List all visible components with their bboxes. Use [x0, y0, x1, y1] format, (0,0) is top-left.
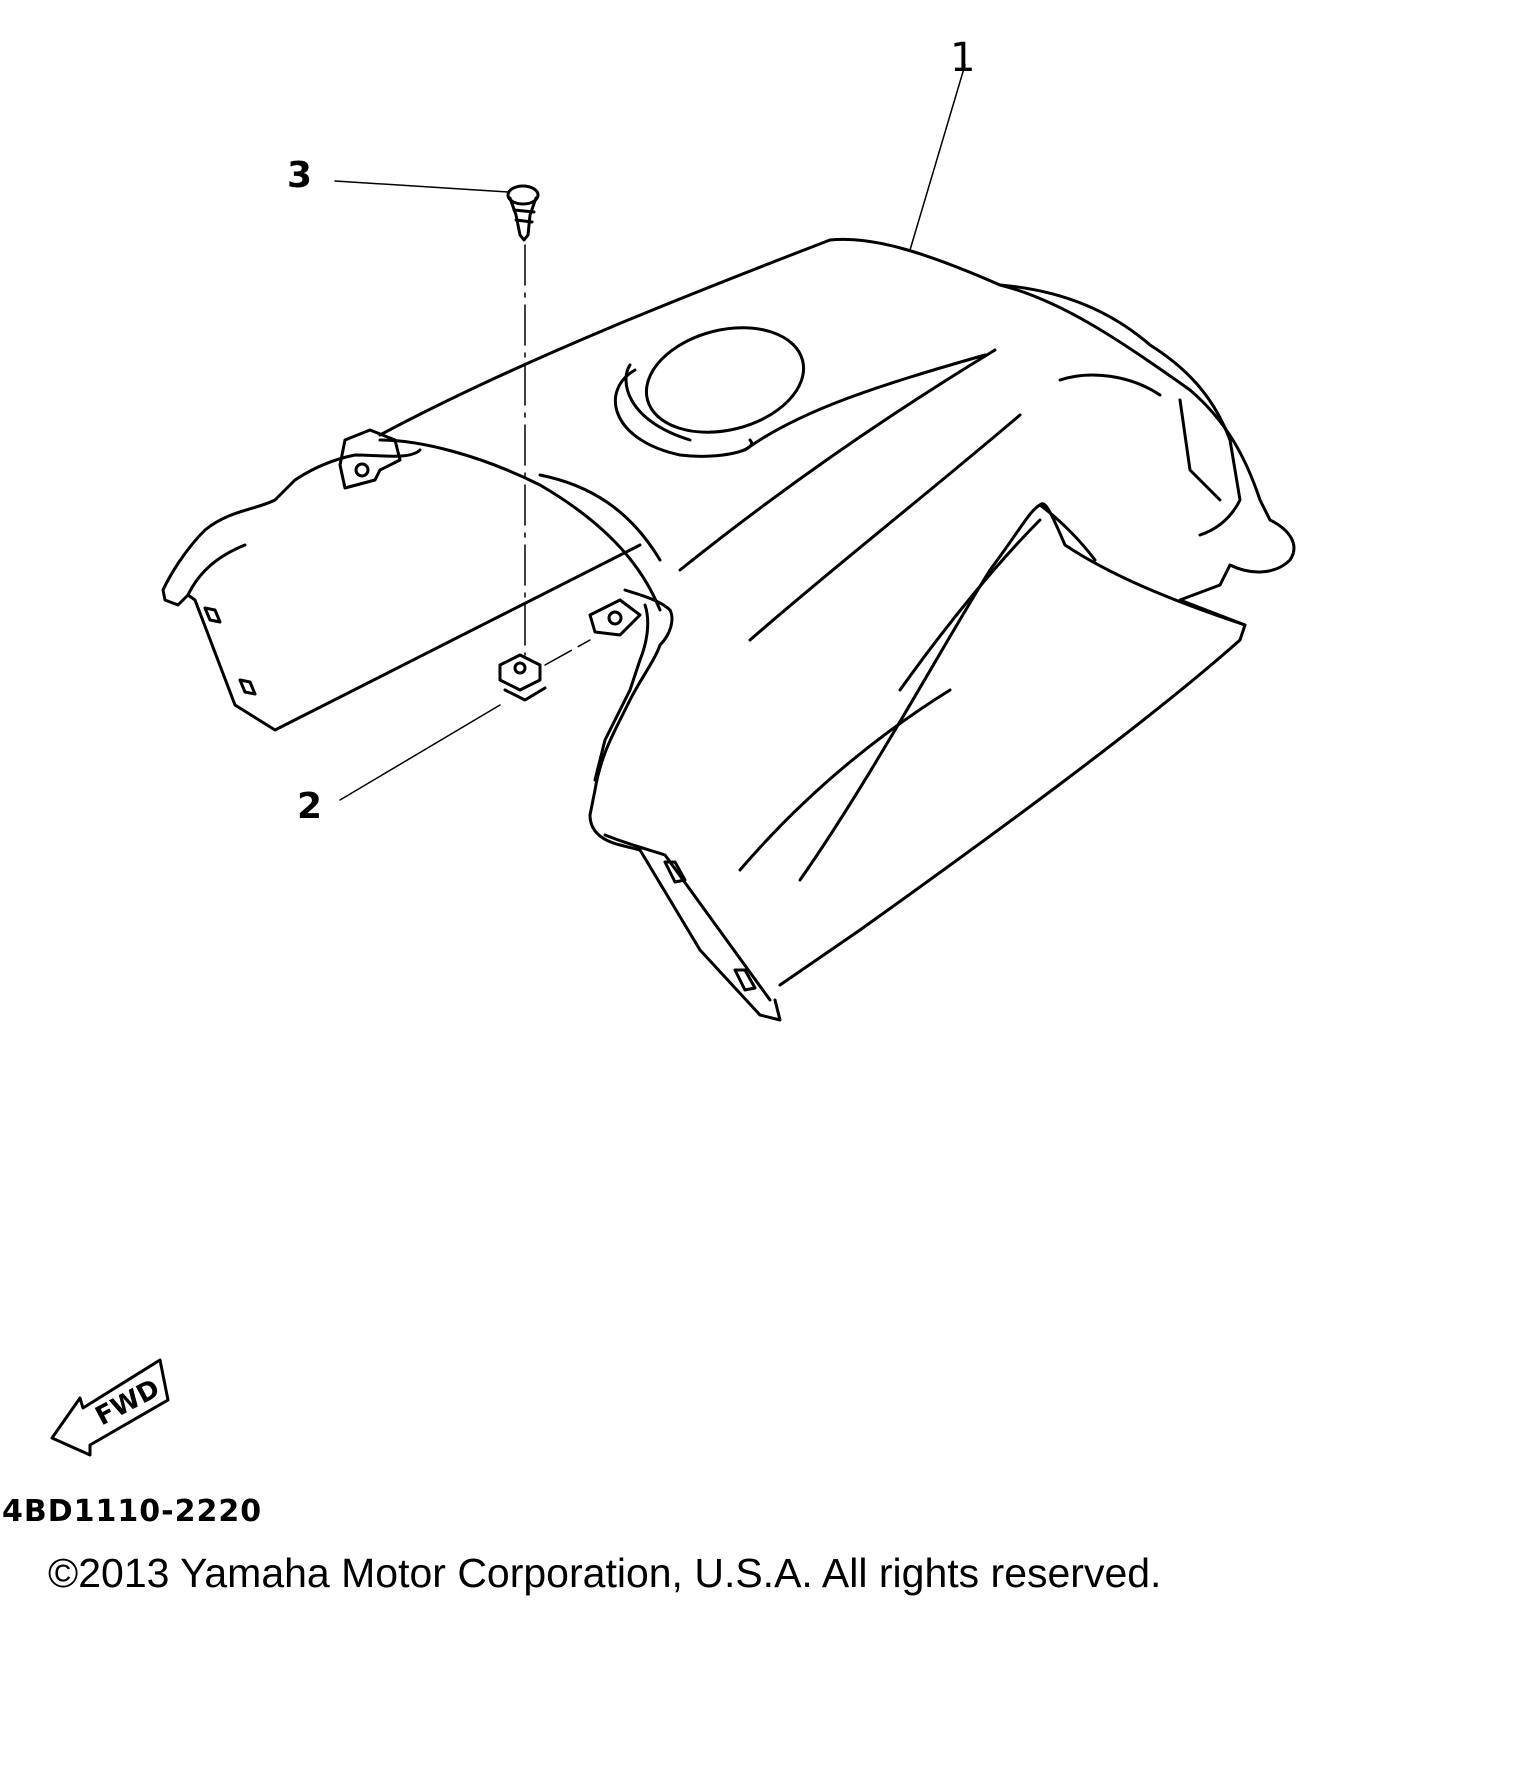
forward-arrow-icon: FWD: [50, 1358, 170, 1457]
callout-part-2: 2: [297, 786, 323, 827]
clip-nut-part: [498, 653, 547, 702]
screw-part: [506, 184, 540, 242]
callout-part-1: 1: [950, 35, 976, 81]
callout-part-3: 3: [287, 155, 313, 196]
leader-line-2: [339, 704, 501, 801]
copyright-notice: ©2013 Yamaha Motor Corporation, U.S.A. A…: [48, 1550, 1162, 1596]
leader-lines: [334, 64, 966, 801]
tank-cover-part: [161, 237, 1296, 1022]
leader-line-3: [334, 180, 509, 193]
diagram-code: 4BD1110-2220: [2, 1494, 263, 1529]
leader-line-1: [909, 64, 966, 251]
assembly-line-clip: [544, 639, 591, 666]
